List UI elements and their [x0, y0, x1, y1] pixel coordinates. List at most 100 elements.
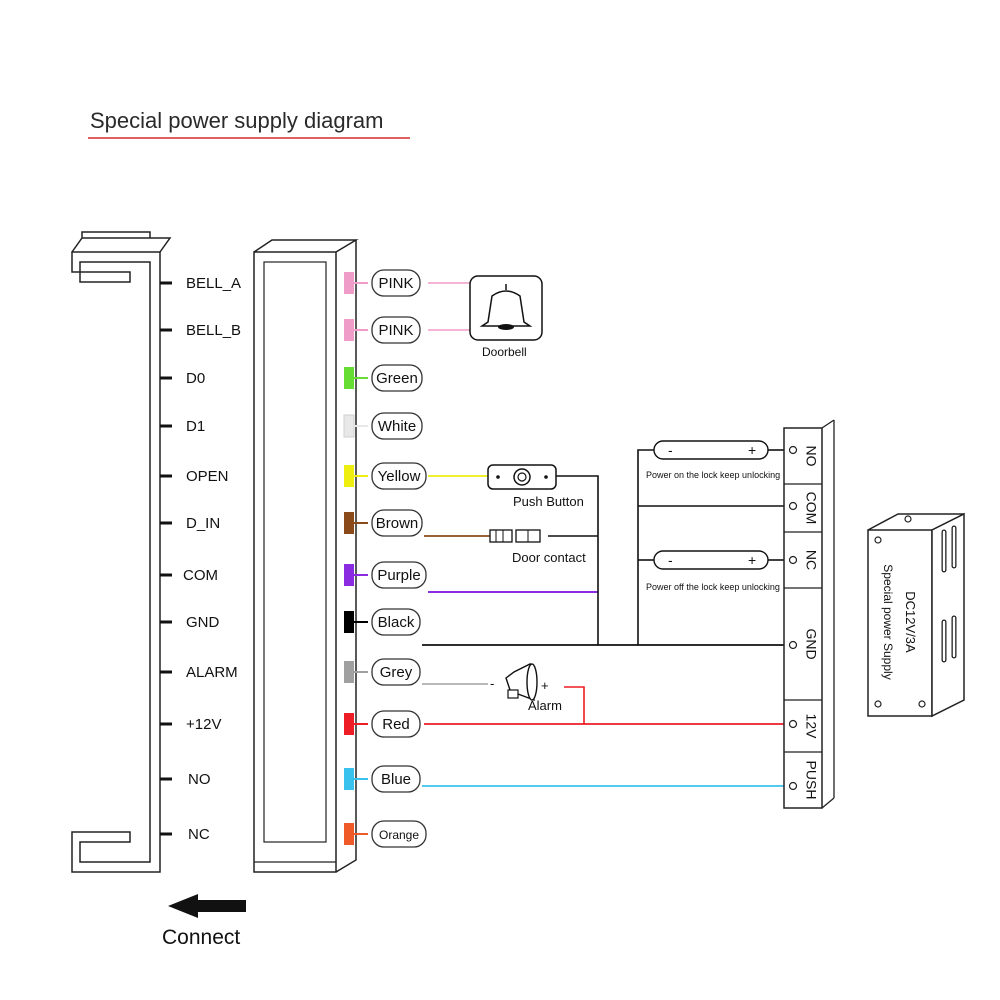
alarm-minus-label: - [490, 676, 494, 691]
wire-swatch-yellow [344, 465, 368, 487]
wire-label-box-8 [371, 658, 421, 686]
terminal-label-com: COM [803, 492, 819, 525]
pin-label-alarm: ALARM [186, 664, 238, 681]
wire-swatch-purple [344, 564, 368, 586]
lock-no-minus: - [668, 442, 673, 458]
wire-label-1: PINK [378, 322, 413, 339]
wire-label-9: Red [382, 716, 410, 733]
pin-label--12v: +12V [186, 716, 221, 733]
terminal-label-gnd: GND [803, 628, 819, 659]
lock-nc: -+ [653, 550, 769, 570]
alarm-label: Alarm [528, 698, 562, 713]
wire-label-3: White [378, 418, 416, 435]
wire-label-box-2 [371, 364, 423, 392]
psu-screw-br [918, 700, 926, 708]
title-underline [88, 137, 410, 139]
wire-label-8: Grey [380, 664, 413, 681]
pin-label-no: NO [188, 771, 211, 788]
wire-label-0: PINK [378, 275, 413, 292]
terminal-screw-nc [788, 555, 798, 565]
wire-label-6: Purple [377, 567, 420, 584]
terminal-screw-push [788, 781, 798, 791]
terminal-screw-gnd [788, 640, 798, 650]
psu-screw-top [904, 515, 912, 523]
psu-rating: DC12V/3A [903, 591, 918, 653]
push-button-icon [487, 464, 557, 490]
psu-name: Special power Supply [881, 564, 895, 679]
lock-no: -+ [653, 440, 769, 460]
relay-nc-note: Power off the lock keep unlocking [646, 582, 780, 592]
psu-side [931, 512, 965, 718]
terminal-label-push: PUSH [803, 761, 819, 800]
alarm-plus-label: + [541, 678, 549, 693]
lock-no-plus: + [748, 442, 756, 458]
wire-label-box-9 [371, 710, 421, 738]
pin-label-bell-b: BELL_B [186, 322, 241, 339]
left-unit-outline [71, 251, 161, 873]
wire-swatch-green [344, 367, 368, 389]
wire-label-box-11 [371, 820, 427, 848]
doorbell-label: Doorbell [482, 345, 527, 359]
alarm-plus-wire [564, 686, 585, 724]
wire-label-box-10 [371, 765, 421, 793]
wire-swatch-brown [344, 512, 368, 534]
terminal-screw-12v [788, 719, 798, 729]
doorbell-icon [469, 275, 543, 341]
psu-front [867, 515, 933, 717]
wire-swatch-pink [344, 272, 368, 294]
wire-label-box-7 [371, 608, 421, 636]
psu-screw-bl [874, 700, 882, 708]
wire-label-box-0 [371, 269, 421, 297]
push-button-label: Push Button [513, 494, 584, 509]
wire-swatch-black [344, 611, 368, 633]
wire-label-4: Yellow [378, 468, 421, 485]
alarm-siren-icon [505, 662, 538, 702]
reader-unit-outline [253, 239, 359, 873]
pin-label-gnd: GND [186, 614, 220, 631]
terminal-screw-no [788, 445, 798, 455]
left-unit-top [71, 231, 172, 253]
wire-label-2: Green [376, 370, 418, 387]
wire-label-box-3 [371, 412, 423, 440]
door-contact-icon [489, 529, 541, 543]
terminal-label-nc: NC [803, 550, 819, 570]
wire-label-11: Orange [379, 828, 419, 842]
pin-label-bell-a: BELL_A [186, 275, 241, 292]
terminal-screw-com [788, 501, 798, 511]
connect-arrow-icon [168, 894, 246, 918]
relay-no-left [637, 449, 654, 645]
pin-label-d1: D1 [186, 418, 205, 435]
wire-label-10: Blue [381, 771, 411, 788]
wire-swatch-red [344, 713, 368, 735]
wire-swatch-white [343, 414, 368, 438]
pin-label-nc: NC [188, 826, 210, 843]
wire-label-box-1 [371, 316, 421, 344]
terminal-label-12v: 12V [803, 714, 819, 740]
wire-label-5: Brown [376, 515, 419, 532]
wire-swatch-blue [344, 768, 368, 790]
terminal-block-edge-top [821, 419, 835, 429]
door-contact-label: Door contact [512, 550, 586, 565]
terminal-block-edge-bottom [821, 797, 835, 809]
pin-label-d0: D0 [186, 370, 205, 387]
terminal-block [783, 427, 823, 809]
lock-nc-plus: + [748, 552, 756, 568]
diagram-title: Special power supply diagram [90, 108, 384, 133]
wire-swatch-orange [344, 823, 368, 845]
pin-label-com: COM [183, 567, 218, 584]
reader-unit-inner [263, 261, 327, 843]
connect-label: Connect [162, 926, 240, 949]
wire-label-box-6 [371, 561, 427, 589]
terminal-label-no: NO [803, 446, 819, 467]
wire-label-box-4 [371, 462, 427, 490]
wire-swatch-pink [344, 319, 368, 341]
wire-swatch-grey [344, 661, 368, 683]
pushbutton-return [556, 475, 599, 645]
wire-label-7: Black [378, 614, 415, 631]
relay-no-note: Power on the lock keep unlocking [646, 470, 780, 480]
lock-nc-minus: - [668, 552, 673, 568]
psu-screw-tl [874, 536, 882, 544]
pin-label-d-in: D_IN [186, 515, 220, 532]
wire-label-box-5 [371, 509, 423, 537]
